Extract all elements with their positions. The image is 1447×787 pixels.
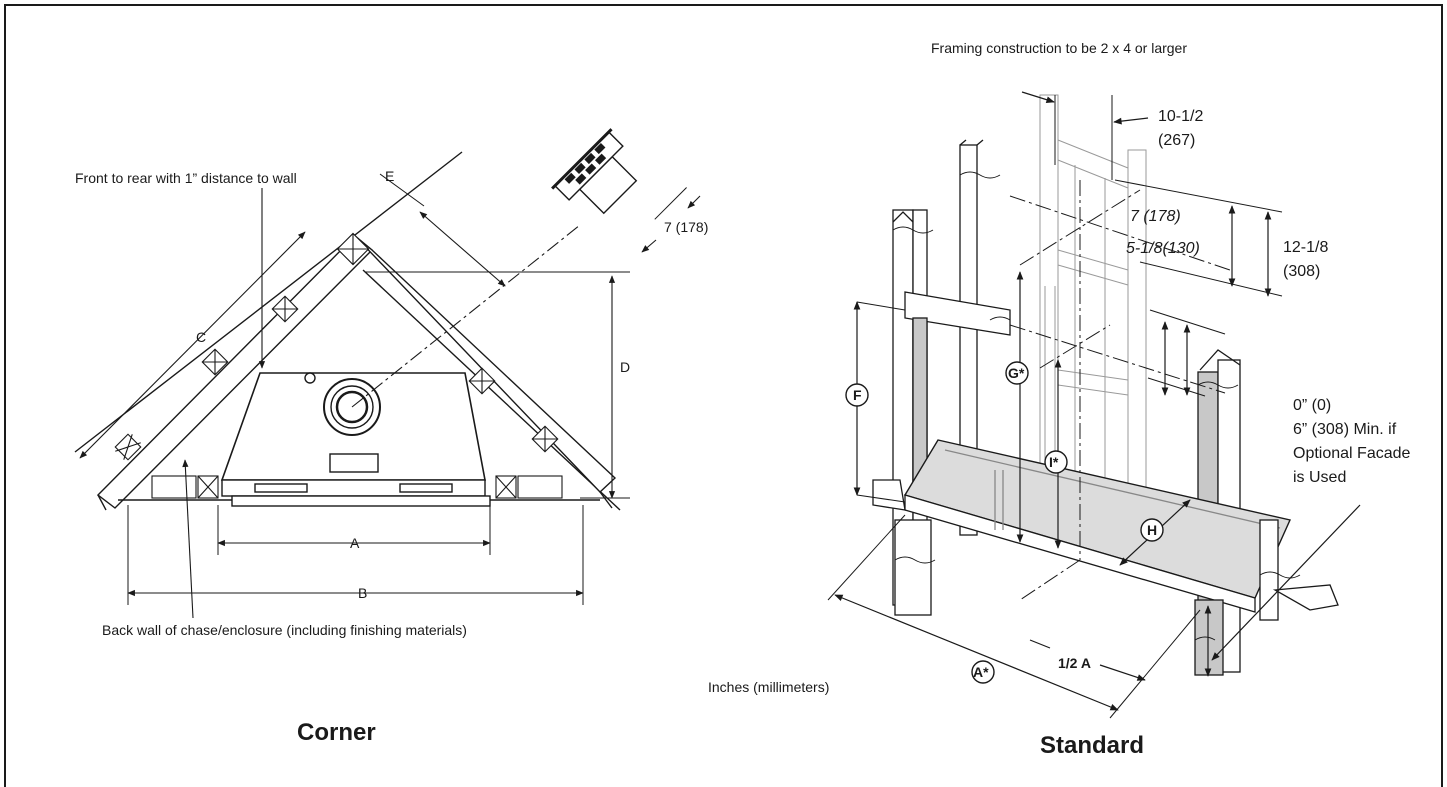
standard-text: Framing construction to be 2 x 4 or larg…	[708, 40, 1411, 759]
vent-cap	[551, 128, 638, 215]
clearance-3: Optional Facade	[1293, 445, 1411, 462]
standard-title: Standard	[1040, 732, 1144, 759]
dim-12-1-8-in: 12-1/8	[1283, 239, 1328, 256]
circle-g: G*	[1008, 365, 1025, 381]
corner-dim-e: E	[385, 168, 394, 184]
dimension-circle-icon	[1005, 361, 1029, 385]
corner-dim-c: C	[196, 329, 206, 345]
dimension-circle-icon	[1044, 450, 1068, 474]
dim-7: 7 (178)	[1130, 208, 1181, 225]
corner-diagram	[74, 128, 701, 619]
corner-dim-b: B	[358, 585, 367, 601]
back-wall-note: Back wall of chase/enclosure (including …	[102, 622, 467, 638]
corner-text: Front to rear with 1” distance to wall E…	[75, 168, 708, 746]
dim-10-1-2-in: 10-1/2	[1158, 108, 1203, 125]
dimension-circles	[845, 361, 1164, 684]
half-a-label: 1/2 A	[1058, 655, 1091, 671]
clearance-4: is Used	[1293, 469, 1346, 486]
rear-framing	[1039, 94, 1147, 520]
diagram-border	[4, 4, 1443, 787]
dim-12-1-8-mm: (308)	[1283, 263, 1320, 280]
circle-i: I*	[1049, 454, 1059, 470]
front-to-rear-note: Front to rear with 1” distance to wall	[75, 170, 297, 186]
dim-5-1-8: 5-1/8(130)	[1126, 240, 1200, 257]
vent-dim-label: 7 (178)	[664, 219, 708, 235]
corner-title: Corner	[297, 719, 376, 746]
dim-10-1-2-mm: (267)	[1158, 132, 1195, 149]
clearance-2: 6” (308) Min. if	[1293, 421, 1397, 438]
standard-diagram	[827, 91, 1361, 719]
clearance-1: 0” (0)	[1293, 397, 1331, 414]
circle-h: H	[1147, 522, 1157, 538]
framing-note: Framing construction to be 2 x 4 or larg…	[931, 40, 1187, 56]
circle-f: F	[853, 387, 862, 403]
corner-dim-d: D	[620, 359, 630, 375]
dimension-circle-icon	[1140, 518, 1164, 542]
corner-dim-a: A	[350, 535, 360, 551]
header-beam	[904, 291, 1011, 336]
units-note: Inches (millimeters)	[708, 679, 829, 695]
circle-a: A*	[973, 664, 989, 680]
dimension-circle-icon	[971, 660, 995, 684]
dimension-circle-icon	[845, 383, 869, 407]
